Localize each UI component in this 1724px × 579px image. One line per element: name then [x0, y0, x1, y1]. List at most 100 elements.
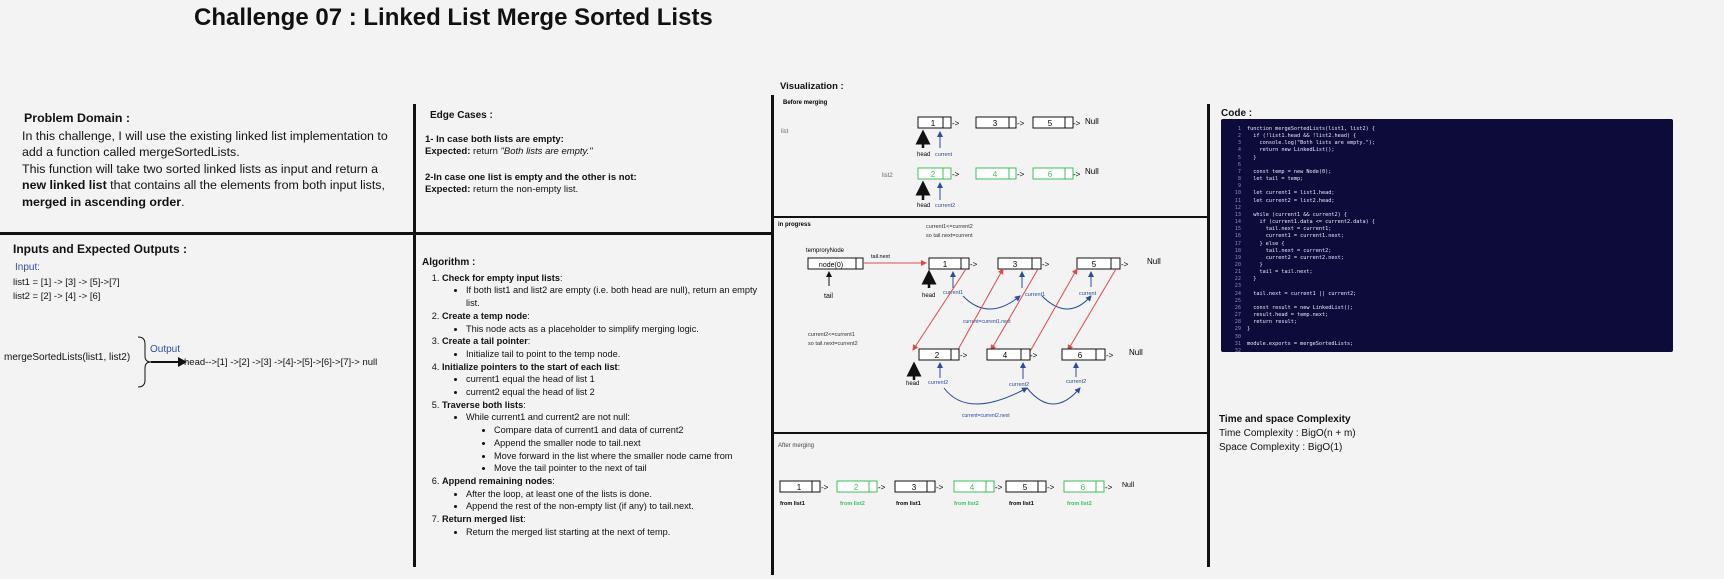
algorithm-step-5d: Move forward in the list where the small… — [494, 450, 762, 463]
current1-label: current1 — [1025, 292, 1045, 298]
code-heading: Code : — [1221, 108, 1253, 119]
edge-case2-expected: Expected: return the non-empty list. — [425, 184, 765, 196]
divider-horizontal-left — [0, 232, 772, 235]
node-label: 1 — [943, 260, 948, 269]
temp-node-text: node(0) — [819, 262, 843, 269]
time-complexity: Time Complexity : BigO(n + m) — [1219, 428, 1356, 439]
null-label: Null — [1085, 167, 1099, 176]
io-output-label: Output — [150, 344, 181, 355]
current2-label: current2 — [1009, 382, 1029, 388]
condition2-a: current2<=current1 — [808, 332, 855, 338]
current-label: current — [935, 152, 953, 158]
node-label: 3 — [993, 119, 998, 128]
null-label: Null — [1129, 348, 1143, 357]
viz-list1-label: list — [781, 129, 789, 135]
algorithm-step-3a: Initialize tail to point to the temp nod… — [466, 348, 762, 361]
algorithm-step-6: Append remaining nodes: After the loop, … — [442, 475, 762, 513]
edge-case1-exp-label: Expected: — [425, 146, 471, 157]
node-label: 5 — [1048, 119, 1053, 128]
node-label: 2 — [854, 483, 859, 492]
code-panel: 1 2 3 4 5 6 7 8 9 10 11 12 13 14 15 16 1… — [1221, 119, 1673, 354]
node-arrow: -> — [821, 483, 829, 492]
algorithm-step-7: Return merged list: Return the merged li… — [442, 513, 762, 538]
edge-heading: Edge Cases : — [430, 110, 493, 121]
from-list1-label: from list1 — [780, 501, 805, 507]
algorithm-step-4: Initialize pointers to the start of each… — [442, 361, 762, 399]
algorithm-step-6b: Append the rest of the non-empty list (i… — [466, 500, 762, 513]
node-arrow: -> — [952, 119, 960, 128]
from-list2-label: from list2 — [954, 501, 979, 507]
complexity-heading: Time and space Complexity — [1219, 414, 1351, 425]
from-list1-label: from list1 — [896, 501, 921, 507]
viz-in-progress-label: in progress — [778, 222, 811, 228]
from-list1-label: from list1 — [1009, 501, 1034, 507]
algorithm-step-2a: This node acts as a placeholder to simpl… — [466, 323, 762, 336]
merge-arrows — [912, 268, 1117, 356]
io-result: head-->[1] ->[2] ->[3] ->[4]->[5]->[6]->… — [184, 357, 378, 368]
node-arrow: -> — [960, 351, 968, 360]
divider-horizontal-viz-2 — [773, 432, 1208, 434]
algorithm-step-5a: While current1 and current2 are not null… — [466, 411, 762, 475]
node-arrow: -> — [1073, 119, 1081, 128]
before-list1: 1 -> 3 -> 5 -> Null head current — [915, 116, 1099, 158]
io-list1: list1 = [1] -> [3] -> [5]->[7] — [13, 277, 120, 288]
viz-list2-label: list2 — [882, 173, 893, 179]
null-label: Null — [1122, 482, 1135, 489]
algorithm-step-6a: After the loop, at least one of the list… — [466, 488, 762, 501]
condition2-b: so tail.next=current2 — [808, 341, 858, 347]
node-label: 6 — [1081, 483, 1086, 492]
move-current1-label: current=current1.next — [963, 319, 1011, 325]
node-arrow: -> — [952, 170, 960, 179]
divider-vertical-2 — [771, 95, 774, 575]
viz-before-label: Before merging — [783, 100, 828, 106]
edge-case2-exp: return the non-empty list. — [470, 184, 579, 195]
node-arrow: -> — [936, 483, 944, 492]
problem-line1: In this challenge, I will use the existi… — [22, 128, 388, 160]
temp-node-label: temproryNode — [806, 248, 845, 254]
space-complexity: Space Complexity : BigO(1) — [1219, 442, 1343, 453]
node-arrow: -> — [1017, 170, 1025, 179]
edge-case1-expected: Expected: return "Both lists are empty." — [425, 146, 765, 158]
condition1-a: current1<=current2 — [926, 224, 973, 230]
condition1-b: so tail.next=current — [926, 233, 973, 239]
move-current2-label: current=current2.next — [962, 413, 1010, 419]
current-label: current — [1079, 291, 1097, 297]
problem-line2b: new linked list — [22, 178, 107, 192]
from-list2-label: from list2 — [1067, 501, 1092, 507]
edge-case1-title: 1- In case both lists are empty: — [425, 134, 564, 145]
algorithm-heading: Algorithm : — [422, 257, 476, 268]
node-label: 1 — [797, 483, 802, 492]
head-label: head — [917, 203, 930, 209]
edge-case1-exp-b: "Both lists are empty." — [500, 146, 593, 157]
after-list: 1 -> from list1 2 -> from list2 3 -> fro… — [779, 480, 1135, 507]
node-label: 4 — [993, 170, 998, 179]
viz-after-label: After merging — [778, 443, 814, 449]
node-arrow: -> — [1121, 260, 1129, 269]
tail-label: tail — [824, 293, 833, 300]
io-heading: Inputs and Expected Outputs : — [13, 242, 188, 256]
null-label: Null — [1085, 117, 1099, 126]
from-list2-label: from list2 — [840, 501, 865, 507]
problem-line2d: merged in ascending order — [22, 194, 182, 209]
algorithm-step-2: Create a temp node: This node acts as a … — [442, 310, 762, 335]
algorithm-step-7a: Return the merged list starting at the n… — [466, 526, 762, 539]
current2-label: current2 — [928, 380, 948, 386]
node-arrow: -> — [1042, 260, 1050, 269]
node-arrow: -> — [1073, 170, 1081, 179]
output-brace-icon — [137, 336, 187, 388]
algorithm-step-5e: Move the tail pointer to the next of tai… — [494, 462, 762, 475]
node-arrow: -> — [1017, 119, 1025, 128]
problem-domain-heading: Problem Domain : — [24, 111, 131, 125]
io-call: mergeSortedLists(list1, list2) — [4, 352, 131, 363]
algorithm-step-5: Traverse both lists: While current1 and … — [442, 399, 762, 475]
node-label: 6 — [1048, 170, 1053, 179]
current2-label: current2 — [1066, 379, 1086, 385]
problem-line2c: that contains all the elements from both… — [106, 178, 385, 192]
problem-domain: Problem Domain : In this challenge, I wi… — [22, 110, 397, 210]
divider-horizontal-viz-1 — [773, 216, 1208, 218]
code-source: function mergeSortedLists(list1, list2) … — [1247, 126, 1376, 347]
divider-vertical-3 — [1207, 104, 1210, 567]
head-label: head — [906, 381, 919, 387]
edge-case2-exp-label: Expected: — [425, 184, 471, 195]
algorithm-step-3: Create a tail pointer: Initialize tail t… — [442, 335, 762, 360]
